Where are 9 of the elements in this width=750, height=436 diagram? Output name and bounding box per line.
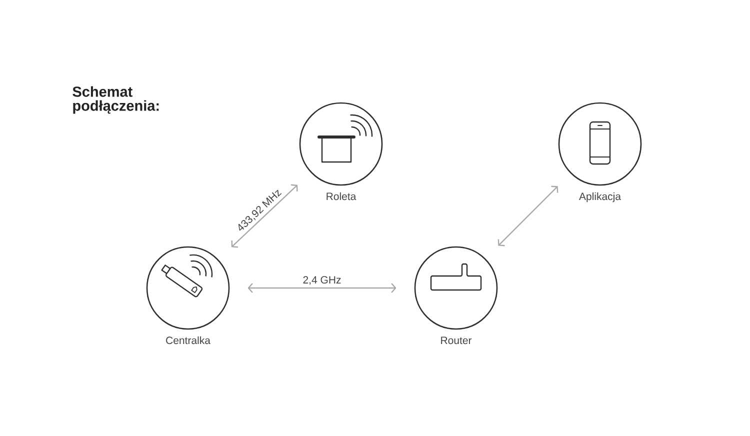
edge-label: 2,4 GHz [302,275,342,286]
device-label: Aplikacja [579,192,621,202]
device-label: Router [441,336,472,344]
arrow [498,186,558,246]
arrow [231,184,298,248]
arrow [248,283,396,293]
device-label: Roleta [326,192,356,200]
device-label: Centralka [166,336,210,344]
title: Schemat podłączenia: [72,86,159,114]
